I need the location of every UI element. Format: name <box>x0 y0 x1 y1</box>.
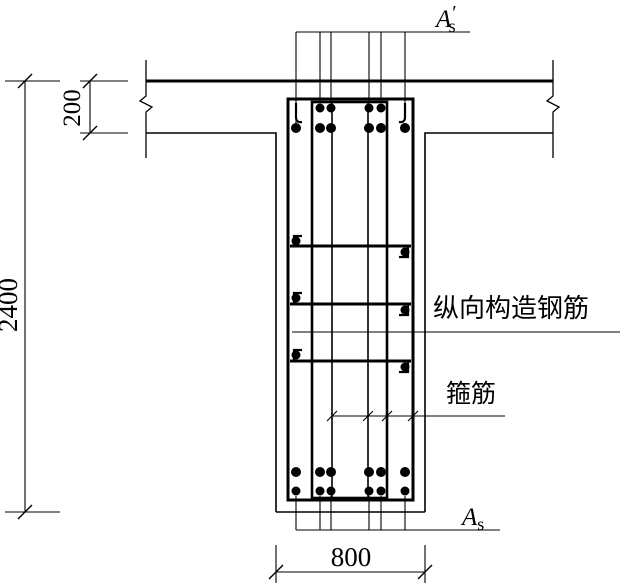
bottom-rebar-leaders <box>295 496 500 531</box>
bottom-rebar-10 <box>364 486 374 496</box>
top-rebar-1 <box>291 123 301 133</box>
top-rebar-8 <box>326 103 336 113</box>
tie-hook-l2 <box>292 291 302 304</box>
tie-hook-r2 <box>399 304 410 317</box>
outer-stirrup <box>286 97 415 502</box>
as-bottom-label: As <box>460 504 484 534</box>
bottom-rebars <box>291 467 410 496</box>
bottom-rebar-7 <box>291 486 301 496</box>
top-rebar-leaders <box>295 31 470 123</box>
tie-hook-l3 <box>292 348 302 361</box>
bottom-rebar-3 <box>326 467 336 477</box>
bottom-rebar-9 <box>326 486 336 496</box>
dimension-width <box>268 545 433 583</box>
side-rebar-l2 <box>291 293 301 303</box>
height-dimension-text: 2400 <box>0 278 23 332</box>
dimension-slab <box>80 73 128 141</box>
slab-bottom-left-edge <box>146 132 277 512</box>
top-rebar-5 <box>376 123 386 133</box>
slab-break-right <box>545 60 561 158</box>
tie-bars <box>290 244 411 363</box>
bottom-rebar-1 <box>291 467 301 477</box>
concrete-outline <box>138 60 561 513</box>
bottom-rebar-2 <box>315 467 325 477</box>
top-rebar-10 <box>376 103 386 113</box>
side-rebar-l1 <box>291 236 301 246</box>
width-dimension-text: 800 <box>331 542 372 572</box>
slab-bottom-right-edge <box>424 132 553 512</box>
inner-stirrup <box>310 100 389 500</box>
bottom-rebar-8 <box>315 486 325 496</box>
top-hook-right <box>398 103 407 124</box>
stirrup-leader <box>326 410 505 422</box>
bottom-rebar-6 <box>400 467 410 477</box>
slab-dimension-text: 200 <box>59 89 86 127</box>
tie-hook-r3 <box>399 361 410 374</box>
stirrup-label: 箍筋 <box>446 380 496 408</box>
longitudinal-rebar-label: 纵向构造钢筋 <box>433 294 589 323</box>
tie-hook-l1 <box>292 234 302 246</box>
top-rebar-7 <box>315 103 325 113</box>
top-rebar-3 <box>326 123 336 133</box>
top-rebar-2 <box>315 123 325 133</box>
top-rebar-9 <box>364 103 374 113</box>
tie-hook-r1 <box>399 246 410 259</box>
top-rebar-6 <box>400 123 410 133</box>
bottom-rebar-12 <box>400 486 410 496</box>
stirrup-cage <box>286 97 415 502</box>
bottom-rebar-11 <box>376 486 386 496</box>
tie-hooks <box>292 234 410 374</box>
bottom-rebar-4 <box>364 467 374 477</box>
top-hook-left <box>294 103 303 124</box>
top-rebar-4 <box>364 123 374 133</box>
top-rebars <box>291 103 410 133</box>
side-rebar-l3 <box>291 350 301 360</box>
as-prime-label: A′s <box>434 2 457 36</box>
dimension-height <box>5 73 60 520</box>
bottom-rebar-5 <box>376 467 386 477</box>
slab-break-left <box>138 60 154 158</box>
